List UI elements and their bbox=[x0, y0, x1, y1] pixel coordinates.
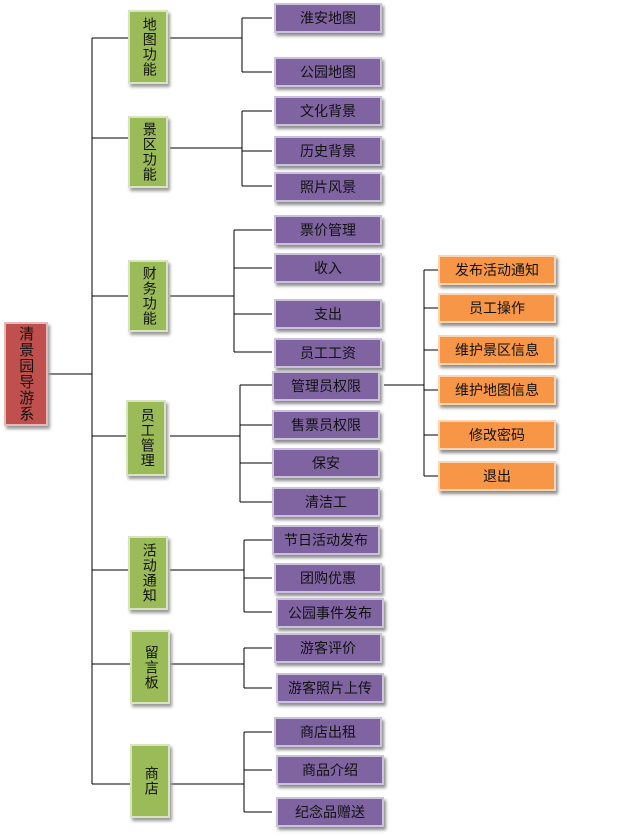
leaf-item: 售票员权限 bbox=[272, 410, 380, 440]
leaf-item: 照片风景 bbox=[274, 172, 382, 202]
admin-function: 员工操作 bbox=[438, 293, 556, 323]
category-label: 员工管理 bbox=[138, 408, 155, 468]
admin-function: 退出 bbox=[438, 461, 556, 491]
leaf-item: 商品介绍 bbox=[276, 755, 384, 785]
leaf-item: 文化背景 bbox=[274, 96, 382, 126]
category-label: 活动通知 bbox=[140, 543, 157, 603]
leaf-item: 保安 bbox=[272, 448, 380, 478]
category-label: 商店 bbox=[142, 766, 159, 796]
category-message-board: 留言板 bbox=[130, 630, 170, 704]
category-label: 留言板 bbox=[142, 644, 159, 690]
leaf-item: 票价管理 bbox=[274, 215, 382, 245]
category-staff: 员工管理 bbox=[126, 400, 166, 476]
admin-function: 修改密码 bbox=[438, 420, 556, 450]
leaf-item: 商店出租 bbox=[274, 717, 382, 747]
leaf-item: 公园事件发布 bbox=[276, 598, 384, 628]
leaf-item: 支出 bbox=[274, 299, 382, 329]
category-label: 地图功能 bbox=[140, 17, 157, 77]
category-label: 景区功能 bbox=[140, 122, 157, 182]
leaf-item-admin-rights: 管理员权限 bbox=[272, 371, 380, 401]
leaf-item: 游客照片上传 bbox=[276, 673, 384, 703]
leaf-item: 游客评价 bbox=[274, 633, 382, 663]
root-node: 清景园导游系 bbox=[4, 322, 48, 426]
leaf-item: 公园地图 bbox=[274, 57, 382, 87]
leaf-item: 节日活动发布 bbox=[272, 525, 380, 555]
leaf-item: 纪念品赠送 bbox=[276, 797, 384, 827]
admin-function: 发布活动通知 bbox=[438, 255, 556, 285]
root-label: 清景园导游系 bbox=[17, 326, 36, 422]
admin-function: 维护地图信息 bbox=[438, 375, 556, 405]
category-label: 财务功能 bbox=[140, 266, 157, 326]
leaf-item: 淮安地图 bbox=[274, 3, 382, 33]
admin-function: 维护景区信息 bbox=[438, 335, 556, 365]
leaf-item: 员工工资 bbox=[274, 338, 382, 368]
category-scenic: 景区功能 bbox=[128, 116, 168, 188]
category-shop: 商店 bbox=[130, 744, 170, 818]
leaf-item: 历史背景 bbox=[274, 136, 382, 166]
leaf-item: 清洁工 bbox=[272, 487, 380, 517]
category-finance: 财务功能 bbox=[128, 260, 168, 332]
leaf-item: 收入 bbox=[274, 253, 382, 283]
category-events: 活动通知 bbox=[128, 536, 168, 610]
leaf-item: 团购优惠 bbox=[274, 563, 382, 593]
category-map: 地图功能 bbox=[128, 10, 168, 84]
